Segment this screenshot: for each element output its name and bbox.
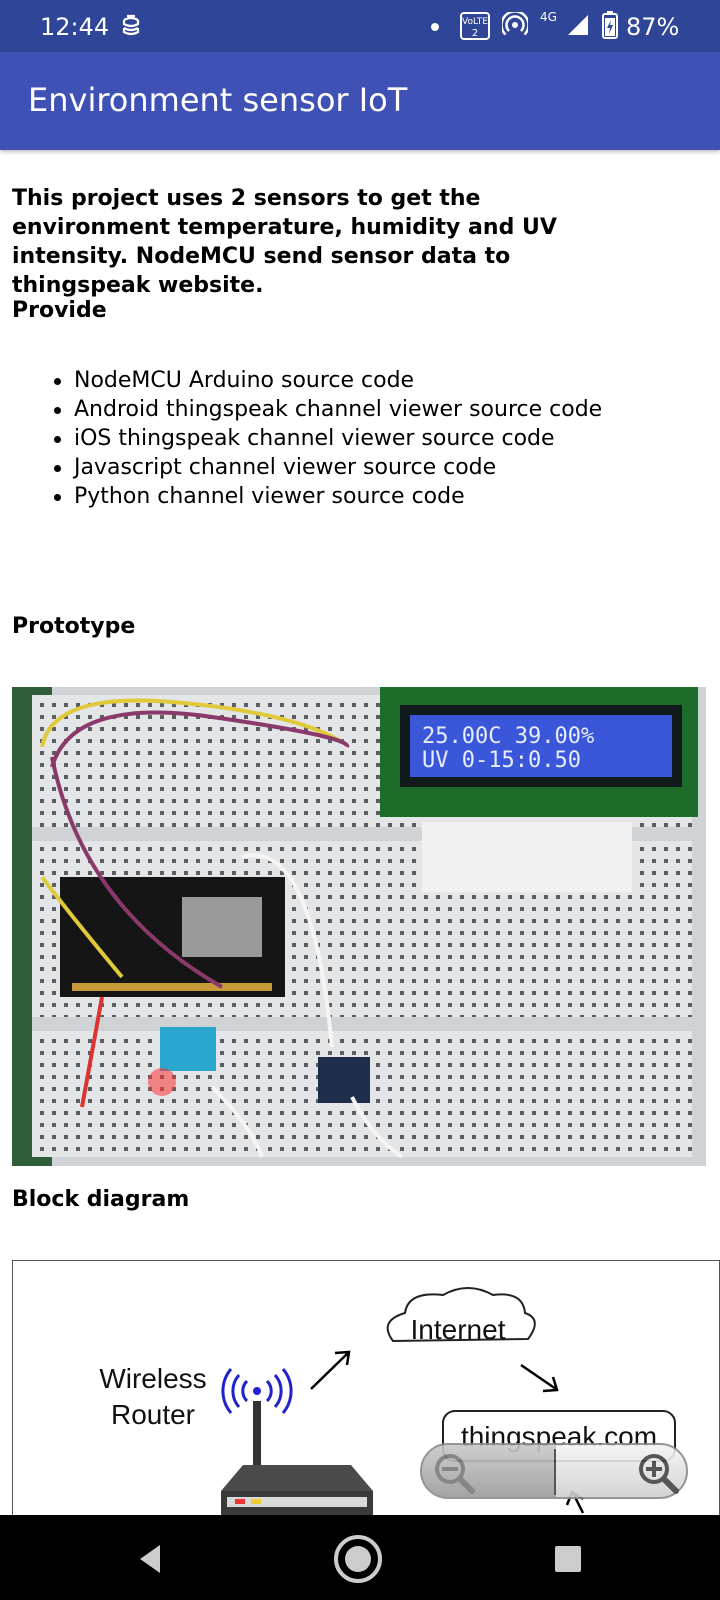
- cloud-icon: [386, 1287, 536, 1343]
- router-label-line-2: Router: [110, 1399, 196, 1430]
- breadboard-illustration: 25.00C 39.00% UV 0-15:0.50: [12, 687, 706, 1166]
- list-item: Python channel viewer source code: [50, 482, 602, 511]
- sim-toolkit-icon: [122, 14, 140, 36]
- zoom-in-icon[interactable]: [636, 1451, 680, 1495]
- network-type: 4G: [540, 10, 557, 24]
- provide-heading: Provide: [12, 298, 107, 323]
- list-item-text: NodeMCU Arduino source code: [74, 368, 415, 393]
- navigation-bar: [0, 1515, 720, 1600]
- svg-text:VoLTE: VoLTE: [462, 17, 488, 27]
- bullet-icon: [54, 494, 61, 501]
- app-bar: Environment sensor IoT: [0, 52, 720, 150]
- home-icon[interactable]: [332, 1533, 384, 1585]
- bullet-icon: [54, 407, 61, 414]
- list-item: NodeMCU Arduino source code: [50, 366, 602, 395]
- battery-percent: 87%: [626, 13, 680, 41]
- list-item: Javascript channel viewer source code: [50, 453, 602, 482]
- router-label-line-1: Wireless: [99, 1363, 207, 1394]
- list-item: Android thingspeak channel viewer source…: [50, 395, 602, 424]
- arrow-icon: [520, 1363, 557, 1391]
- router-label: Wireless Router: [83, 1361, 223, 1433]
- signal-icon: [568, 15, 588, 35]
- intro-paragraph: This project uses 2 sensors to get the e…: [12, 186, 557, 298]
- dot-icon: [431, 23, 439, 31]
- list-item: iOS thingspeak channel viewer source cod…: [50, 424, 602, 453]
- content-scroll-area[interactable]: This project uses 2 sensors to get the e…: [0, 150, 720, 1515]
- list-item-text: iOS thingspeak channel viewer source cod…: [74, 426, 555, 451]
- svg-text:2: 2: [472, 28, 478, 39]
- zoom-control: [420, 1443, 688, 1499]
- hotspot-icon: [502, 12, 528, 36]
- arrow-icon: [310, 1352, 349, 1390]
- lcd-line-1: 25.00C 39.00%: [422, 724, 594, 749]
- prototype-photo: 25.00C 39.00% UV 0-15:0.50: [12, 687, 706, 1166]
- volte-icon: VoLTE 2: [460, 12, 490, 40]
- zoom-out-icon[interactable]: [432, 1451, 476, 1495]
- bullet-icon: [54, 465, 61, 472]
- zoom-in-button[interactable]: [556, 1445, 686, 1497]
- wifi-icon: [221, 1368, 293, 1414]
- list-item-text: Python channel viewer source code: [74, 484, 465, 509]
- lcd-line-2: UV 0-15:0.50: [422, 748, 581, 773]
- list-item-text: Javascript channel viewer source code: [74, 455, 497, 480]
- back-icon[interactable]: [130, 1539, 170, 1579]
- prototype-heading: Prototype: [12, 614, 136, 639]
- cloud-label: Internet: [411, 1314, 506, 1345]
- recents-icon[interactable]: [548, 1539, 588, 1579]
- app-title: Environment sensor IoT: [28, 81, 408, 119]
- zoom-divider: [554, 1449, 556, 1495]
- bullet-icon: [54, 436, 61, 443]
- bullet-icon: [54, 378, 61, 385]
- list-item-text: Android thingspeak channel viewer source…: [74, 397, 603, 422]
- provide-list: NodeMCU Arduino source code Android thin…: [50, 366, 602, 511]
- block-diagram-heading: Block diagram: [12, 1187, 190, 1212]
- router-icon: [221, 1401, 373, 1515]
- battery-icon: [602, 11, 618, 39]
- status-bar: 12:44 VoLTE 2 4G 87%: [0, 0, 720, 52]
- status-time: 12:44: [40, 13, 110, 41]
